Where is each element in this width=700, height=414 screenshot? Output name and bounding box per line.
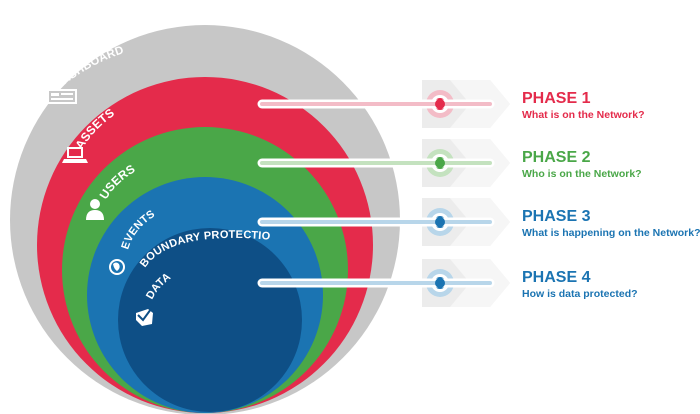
data-layer xyxy=(118,228,302,412)
phase-title: PHASE 3 xyxy=(522,208,591,225)
target-dot xyxy=(435,278,445,288)
shield-lock-icon xyxy=(136,308,153,326)
target-dot xyxy=(435,158,445,168)
globe-icon xyxy=(109,259,125,275)
phase-question: What is happening on the Network? xyxy=(522,227,700,239)
target-dot xyxy=(435,99,445,109)
person-icon xyxy=(86,199,104,220)
laptop-icon xyxy=(62,147,88,163)
phase-list: PHASE 1 What is on the Network? PHASE 2 Who… xyxy=(257,80,700,307)
phase-row-2: PHASE 2 Who is on the Network? xyxy=(257,139,642,187)
phase-title: PHASE 1 xyxy=(522,90,591,107)
phase-question: How is data protected? xyxy=(522,288,638,300)
phase-title: PHASE 2 xyxy=(522,149,591,166)
phase-row-4: PHASE 4 How is data protected? xyxy=(257,259,638,307)
phase-row-1: PHASE 1 What is on the Network? xyxy=(257,80,645,128)
phase-row-3: PHASE 3 What is happening on the Network? xyxy=(257,198,700,246)
phase-title: PHASE 4 xyxy=(522,269,591,286)
phase-question: Who is on the Network? xyxy=(522,168,642,180)
target-dot xyxy=(435,217,445,227)
phase-question: What is on the Network? xyxy=(522,109,645,121)
monitor-icon xyxy=(47,89,77,104)
